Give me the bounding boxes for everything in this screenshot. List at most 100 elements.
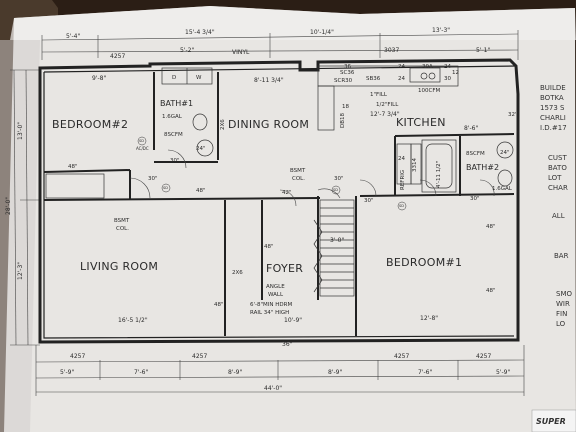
note-r30: 30 bbox=[444, 76, 451, 82]
dim-left-3: 12'-3" bbox=[17, 262, 24, 280]
room-label-foyer: FOYER bbox=[266, 262, 303, 275]
note-dryer: D bbox=[172, 75, 176, 81]
room-label-bedroom1: BEDROOM#1 bbox=[386, 256, 462, 269]
note-sc36: SC36 bbox=[340, 70, 355, 76]
interior-walls bbox=[43, 72, 515, 336]
dim-bottom2-5: 7'-6" bbox=[418, 369, 432, 376]
note-bath1-fan: 8SCFM bbox=[164, 132, 183, 138]
note-100cfm: 100CFM bbox=[418, 88, 441, 94]
smoke-detector-label: SD bbox=[163, 186, 168, 190]
dim-bottom1-4: 4257 bbox=[394, 353, 409, 360]
note-2x6: 2X6 bbox=[232, 270, 243, 276]
dim-top2-3: VINYL bbox=[232, 49, 250, 56]
title-block-line: LOT bbox=[548, 174, 562, 182]
note-48a: 48" bbox=[68, 164, 78, 170]
note-24: 24" bbox=[196, 146, 206, 152]
note-48f: 48" bbox=[486, 288, 496, 294]
dim-top2-1: 4257 bbox=[110, 53, 125, 60]
note-24b: 24" bbox=[500, 150, 510, 156]
dim-overall-width: 44'-0" bbox=[264, 385, 282, 392]
smoke-detector-label: SD bbox=[139, 139, 144, 143]
note-fill2: 1/2"FILL bbox=[376, 102, 399, 108]
room-label-living: LIVING ROOM bbox=[80, 260, 158, 273]
dim-living-width: 16'-5 1/2" bbox=[118, 317, 148, 324]
smoke-detector-label: SD bbox=[399, 204, 404, 208]
exterior-walls bbox=[38, 58, 520, 344]
note-sb36: SB36 bbox=[366, 76, 381, 82]
note-angle-wall: ANGLE bbox=[266, 284, 285, 290]
bottom-dimension-lines bbox=[35, 345, 525, 396]
dim-top-2: 15'-4 3/4" bbox=[185, 29, 215, 36]
smoke-detectors bbox=[137, 136, 407, 211]
note-30a: 30A bbox=[422, 64, 433, 70]
note-cab24: 24 bbox=[398, 156, 405, 162]
dim-top-3: 10'-1/4" bbox=[310, 29, 334, 36]
dim-bottom1-2: 4257 bbox=[192, 353, 207, 360]
dim-top-1: 5'-4" bbox=[66, 33, 80, 40]
note-door30c: 30" bbox=[334, 176, 344, 182]
note-hdrm: 6'-8"MIN HDRM bbox=[250, 302, 292, 308]
title-block-line: CHARLI bbox=[540, 114, 566, 122]
left-dimension-lines bbox=[10, 69, 40, 346]
dim-bottom2-3: 8'-9" bbox=[228, 369, 242, 376]
dim-bottom2-4: 8'-9" bbox=[328, 369, 342, 376]
room-label-bath1: BATH#1 bbox=[160, 99, 193, 108]
dim-bottom1-3: 36" bbox=[282, 341, 293, 348]
note-tub: 4'-11 1/2" bbox=[436, 161, 442, 188]
note-fill1: 1"FILL bbox=[370, 92, 388, 98]
title-block-line: SMO bbox=[556, 290, 572, 298]
note-48b: 48" bbox=[196, 188, 206, 194]
dim-bottom1-5: 4257 bbox=[476, 353, 491, 360]
note-refrig: REFRIG bbox=[400, 170, 406, 190]
note-r36: 36 bbox=[344, 64, 351, 70]
brand-stamp bbox=[531, 409, 576, 432]
title-block-line: FIN bbox=[556, 310, 567, 318]
note-r24c: 24 bbox=[444, 64, 451, 70]
title-block-line: I.D.#17 bbox=[540, 124, 567, 132]
title-block-line: WIR bbox=[556, 300, 570, 308]
note-door30b: 30" bbox=[148, 176, 158, 182]
note-42: 42" bbox=[282, 190, 292, 196]
note-door30: 30" bbox=[170, 158, 180, 164]
title-block-line: BUILDE bbox=[540, 84, 566, 92]
note-bath2-gal: 1.6GAL bbox=[492, 186, 513, 192]
note-rail: RAIL 34" HIGH bbox=[250, 310, 289, 316]
note-scr30: SCR30 bbox=[334, 78, 353, 84]
note-tub2: 3314 bbox=[412, 158, 418, 172]
paper-sheet bbox=[4, 6, 576, 432]
note-r24b: 24 bbox=[398, 76, 405, 82]
note-48e: 48" bbox=[486, 224, 496, 230]
note-db18: DB18 bbox=[340, 112, 346, 128]
fixtures bbox=[45, 65, 514, 199]
note-bsmt-col2: BSMT bbox=[290, 168, 306, 174]
note-32: 32" bbox=[508, 112, 518, 118]
note-bsmt-col2b: COL. bbox=[292, 176, 305, 182]
note-bath1-gal: 1.6GAL bbox=[162, 114, 183, 120]
room-label-bath2: BATH#2 bbox=[466, 163, 499, 172]
dim-bed1-top: 8'-6" bbox=[464, 125, 478, 132]
room-label-bedroom2: BEDROOM#2 bbox=[52, 118, 128, 131]
dim-bottom1-1: 4257 bbox=[70, 353, 85, 360]
note-48d: 48" bbox=[214, 302, 224, 308]
dim-stair-width: 3'-0" bbox=[330, 237, 344, 244]
title-block-line: 1573 S bbox=[540, 104, 565, 112]
dim-top2-2: 5'-2" bbox=[180, 47, 194, 54]
smoke-detector-label: SD bbox=[333, 188, 338, 192]
title-block-line: BATO bbox=[548, 164, 567, 172]
dim-bed2-width: 9'-8" bbox=[92, 75, 106, 82]
note-door30d: 30" bbox=[364, 198, 374, 204]
brand-label: SUPER bbox=[536, 417, 566, 426]
dim-kitchen-width: 12'-7 3/4" bbox=[370, 111, 400, 118]
room-label-kitchen: KITCHEN bbox=[396, 116, 446, 129]
dim-bed1-width: 12'-8" bbox=[420, 315, 438, 322]
dim-left-1: 13'-0" bbox=[17, 122, 24, 140]
note-r18: 18 bbox=[342, 104, 349, 110]
dim-foyer-width: 10'-9" bbox=[284, 317, 302, 324]
basement-stairs bbox=[313, 199, 355, 297]
note-48c: 48" bbox=[264, 244, 274, 250]
dim-top2-4: 3037 bbox=[384, 47, 399, 54]
note-bsmt-col1b: COL. bbox=[116, 226, 129, 232]
note-washer: W bbox=[196, 75, 202, 81]
top-dimension-lines bbox=[41, 30, 519, 60]
note-r24a: 24 bbox=[398, 64, 405, 70]
